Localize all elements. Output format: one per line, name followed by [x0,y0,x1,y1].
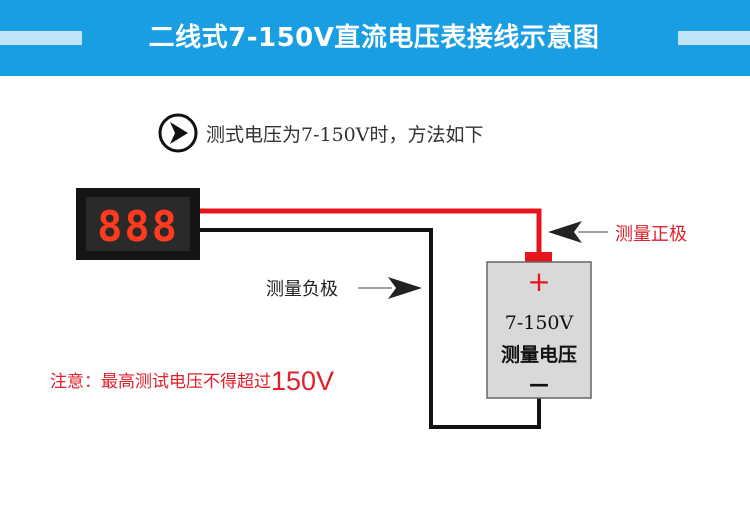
battery-caption: 测量电压 [500,344,577,366]
positive-label: 测量正极 [615,224,687,245]
voltmeter: 888 [76,188,200,260]
positive-wire [200,208,542,257]
pointer-arrow-positive [548,221,608,243]
negative-wire [200,228,541,429]
battery-plus: + [527,265,550,298]
banner-stripe-left [0,31,82,45]
negative-label: 测量负极 [266,279,338,300]
meter-display: 888 [97,202,179,251]
page-title: 二线式7-150V直流电压表接线示意图 [148,23,600,53]
battery: + — [486,252,592,399]
arrow-right-circle-icon [158,113,198,153]
intro-line: 测式电压为7-150V时，方法如下 [158,110,484,156]
battery-minus: — [529,372,549,396]
warning-note: 注意：最高测试电压不得超过 150V [50,366,334,396]
battery-voltage: 7-150V [504,312,574,334]
warning-value: 150V [271,366,335,396]
header-banner: 二线式7-150V直流电压表接线示意图 [0,0,750,76]
intro-text: 测式电压为7-150V时，方法如下 [206,123,484,146]
banner-stripe-right [678,31,750,45]
pointer-arrow-negative [358,277,422,299]
warning-text: 注意：最高测试电压不得超过 [50,372,271,392]
